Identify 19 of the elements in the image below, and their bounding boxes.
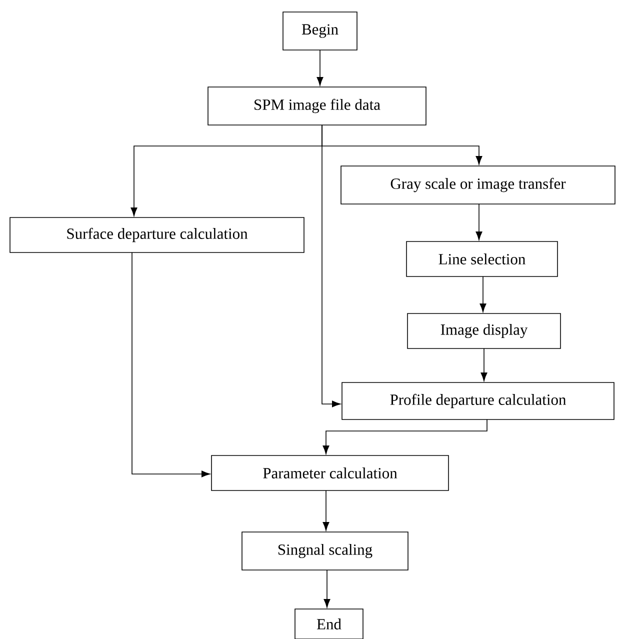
process-box: End bbox=[294, 608, 364, 639]
process-box: Begin bbox=[282, 12, 358, 50]
process-box: Parameter calculation bbox=[211, 455, 449, 491]
arrow bbox=[322, 419, 488, 454]
arrow bbox=[322, 124, 341, 408]
arrow bbox=[480, 348, 488, 382]
arrow bbox=[132, 252, 210, 478]
process-box: Line selection bbox=[406, 241, 558, 277]
arrow bbox=[476, 204, 482, 240]
arrow bbox=[316, 50, 324, 86]
process-box: Surface departure calculation bbox=[10, 217, 304, 253]
process-box: Singnal scaling bbox=[242, 532, 408, 570]
process-box: SPM image file data bbox=[208, 86, 426, 126]
process-box: Profile departure calculation bbox=[342, 382, 614, 420]
arrow bbox=[322, 490, 330, 531]
arrow bbox=[324, 570, 330, 608]
arrow bbox=[480, 276, 486, 312]
process-box: Image display bbox=[407, 313, 561, 349]
process-box: Gray scale or image transfer bbox=[340, 166, 616, 204]
